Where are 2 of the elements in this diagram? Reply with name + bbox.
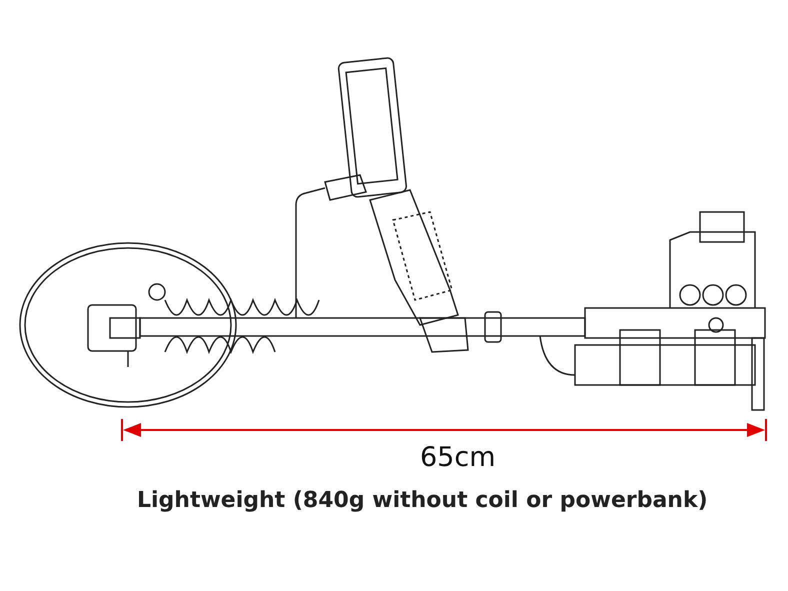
caption-text: Lightweight (840g without coil or powerbank) <box>137 488 708 513</box>
dimension-label: 65cm <box>420 442 496 473</box>
